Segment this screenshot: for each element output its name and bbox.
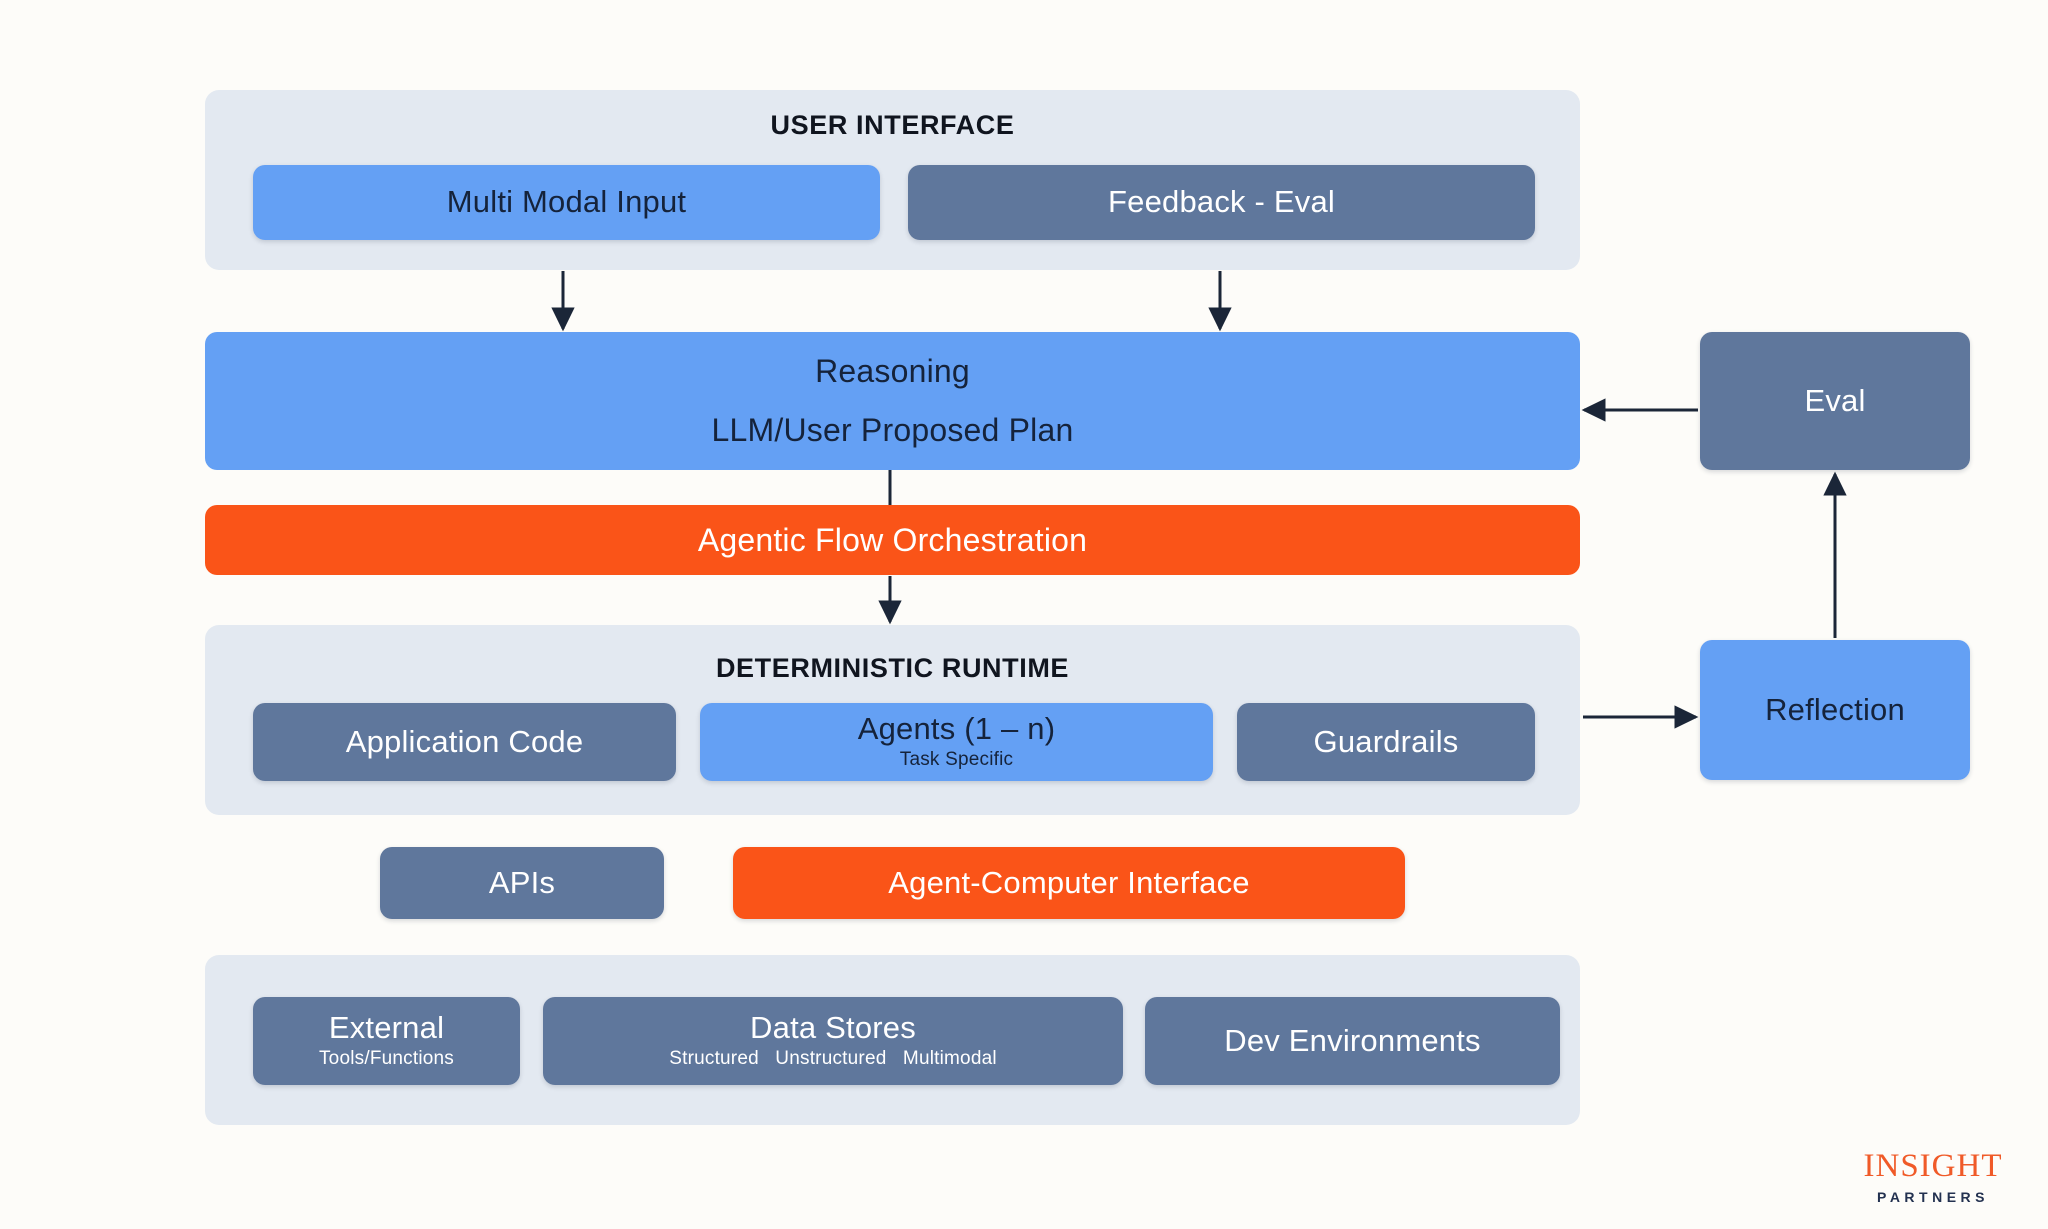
box-agents[interactable]: Agents (1 – n) Task Specific: [700, 703, 1213, 781]
box-label: External: [328, 1009, 445, 1045]
box-label: APIs: [488, 864, 556, 900]
box-feedback-eval[interactable]: Feedback - Eval: [908, 165, 1535, 240]
box-reflection[interactable]: Reflection: [1700, 640, 1970, 780]
box-label: Data Stores: [750, 1009, 916, 1045]
box-sublabel: Structured Unstructured Multimodal: [669, 1048, 997, 1070]
user-interface-title: USER INTERFACE: [770, 110, 1015, 140]
reasoning-line-2: LLM/User Proposed Plan: [711, 412, 1074, 448]
agentic-flow-orchestration-bar[interactable]: Agentic Flow Orchestration: [205, 505, 1580, 575]
box-sublabel: Task Specific: [899, 749, 1014, 771]
box-label: Agents (1 – n): [857, 710, 1056, 746]
box-label: Dev Environments: [1224, 1022, 1481, 1058]
box-label: Guardrails: [1313, 723, 1459, 759]
box-guardrails[interactable]: Guardrails: [1237, 703, 1535, 781]
box-sublabel: Tools/Functions: [318, 1048, 454, 1070]
reasoning-bar[interactable]: Reasoning LLM/User Proposed Plan: [205, 332, 1580, 470]
box-label: Reflection: [1765, 691, 1905, 727]
box-application-code[interactable]: Application Code: [253, 703, 676, 781]
box-multi-modal-input[interactable]: Multi Modal Input: [253, 165, 880, 240]
box-label: Eval: [1804, 382, 1866, 418]
box-label: Application Code: [345, 723, 584, 759]
logo-subtitle: PARTNERS: [1877, 1189, 1989, 1205]
box-eval[interactable]: Eval: [1700, 332, 1970, 470]
box-data-stores[interactable]: Data Stores Structured Unstructured Mult…: [543, 997, 1123, 1085]
box-label: Multi Modal Input: [446, 184, 687, 220]
box-dev-environments[interactable]: Dev Environments: [1145, 997, 1560, 1085]
insight-partners-logo: INSIGHT PARTNERS: [1848, 1148, 2018, 1205]
box-apis[interactable]: APIs: [380, 847, 664, 919]
box-label: Feedback - Eval: [1108, 184, 1335, 220]
box-label: Agent-Computer Interface: [888, 864, 1250, 900]
box-agent-computer-interface[interactable]: Agent-Computer Interface: [733, 847, 1405, 919]
logo-wordmark: INSIGHT: [1863, 1148, 2003, 1184]
orchestration-label: Agentic Flow Orchestration: [697, 521, 1088, 558]
box-external-tools[interactable]: External Tools/Functions: [253, 997, 520, 1085]
deterministic-runtime-title: DETERMINISTIC RUNTIME: [715, 653, 1070, 683]
reasoning-line-1: Reasoning: [815, 353, 970, 390]
